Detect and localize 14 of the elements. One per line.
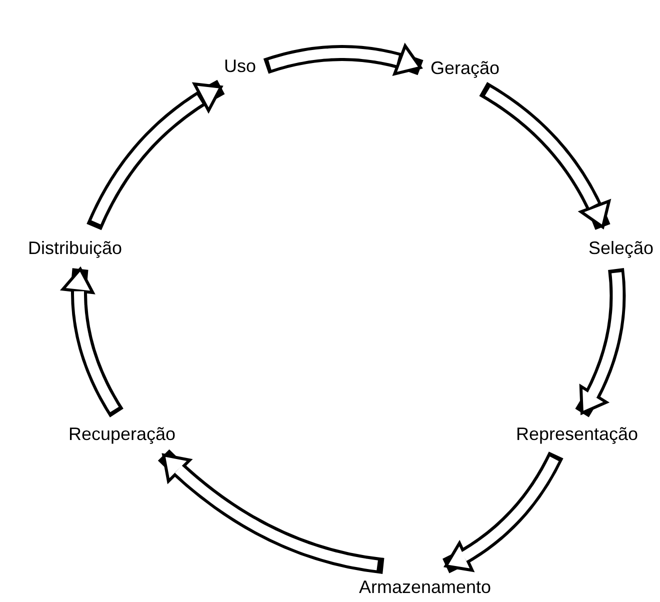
block-arrow [575, 268, 626, 418]
stage-label: Distribuição [28, 237, 122, 259]
stage-label: Uso [224, 55, 256, 77]
block-arrow [62, 268, 124, 418]
stage-label: Armazenamento [358, 576, 492, 598]
block-arrow [264, 44, 424, 76]
block-arrow [158, 449, 384, 574]
block-arrow [442, 451, 564, 574]
block-arrow [479, 82, 610, 230]
stage-label: Recuperação [68, 423, 176, 445]
stage-label: Seleção [588, 237, 654, 259]
stage-label: Representação [516, 423, 638, 445]
block-arrow [86, 80, 225, 230]
stage-label: Geração [430, 57, 500, 79]
